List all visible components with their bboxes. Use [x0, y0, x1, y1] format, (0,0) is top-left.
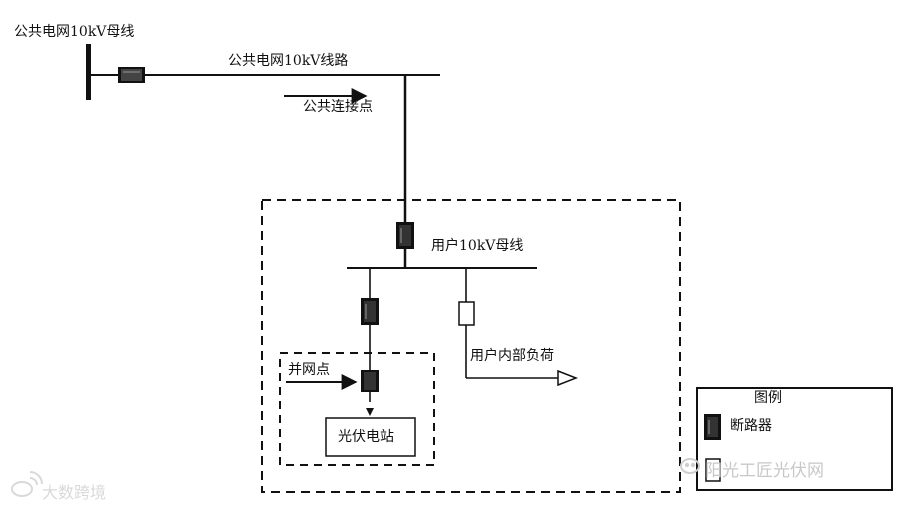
- public-bus-label: 公共电网10kV母线: [14, 24, 135, 40]
- watermark-left: 大数跨境: [42, 483, 107, 502]
- grid-point-breaker: [361, 370, 379, 392]
- public-line-label: 公共电网10kV线路: [228, 53, 349, 69]
- user-bus-label: 用户10kV母线: [431, 238, 524, 254]
- pv-station-label: 光伏电站: [338, 429, 394, 445]
- legend-title: 图例: [754, 390, 782, 406]
- public-bus-bar: [86, 44, 91, 100]
- weibo-logo-icon: [11, 471, 43, 497]
- pv-boundary: [279, 352, 435, 466]
- load-switch-open: [458, 301, 475, 326]
- watermark-right: 阳光工匠光伏网: [705, 461, 824, 481]
- user-boundary: [261, 199, 681, 493]
- legend-box: [696, 387, 893, 491]
- grid-point-label: 并网点: [288, 362, 330, 378]
- pv-branch-breaker: [361, 298, 379, 325]
- pv-branch-arrowhead: [366, 408, 374, 416]
- legend-breaker-label: 断路器: [730, 418, 772, 434]
- legend-switch-symbol: [705, 458, 721, 482]
- pv-station-box: [325, 417, 416, 457]
- feeder-breaker: [396, 222, 414, 249]
- public-line-breaker: [118, 67, 145, 83]
- pcc-label: 公共连接点: [303, 99, 373, 115]
- load-arrowhead: [557, 369, 579, 387]
- wechat-logo-icon: [680, 458, 700, 474]
- legend-breaker-symbol: [704, 414, 721, 440]
- internal-load-label: 用户内部负荷: [470, 348, 554, 364]
